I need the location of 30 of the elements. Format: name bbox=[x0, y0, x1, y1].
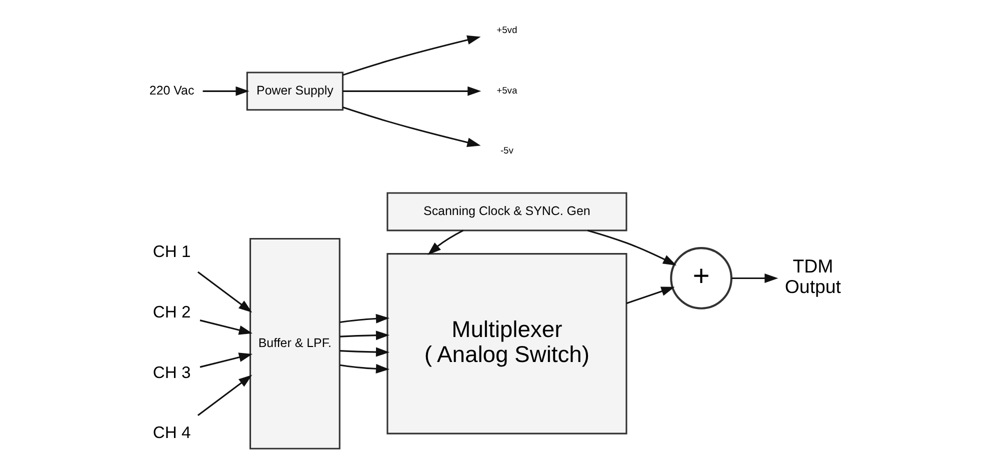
arrow bbox=[342, 35, 481, 76]
arrow bbox=[428, 230, 464, 256]
arrow bbox=[197, 271, 252, 312]
arrow bbox=[202, 86, 250, 96]
node-text: 220 Vac bbox=[149, 83, 194, 98]
arrow bbox=[342, 86, 482, 96]
node-text: CH 3 bbox=[152, 362, 191, 382]
node-circle: + bbox=[670, 247, 732, 310]
arrow bbox=[626, 286, 675, 304]
node-text: +5vd bbox=[496, 25, 518, 36]
node-box: Power Supply bbox=[246, 72, 344, 111]
node-text: -5v bbox=[500, 146, 514, 156]
arrow bbox=[340, 347, 390, 357]
arrow bbox=[197, 374, 252, 416]
arrow bbox=[342, 106, 481, 148]
node-text: TDM Output bbox=[784, 255, 842, 298]
arrow bbox=[340, 364, 390, 374]
node-text: CH 4 bbox=[152, 423, 191, 442]
node-text: CH 2 bbox=[152, 302, 191, 322]
arrow bbox=[200, 352, 252, 368]
node-box: Scanning Clock & SYNC. Gen bbox=[386, 192, 628, 232]
arrow bbox=[732, 273, 778, 283]
node-text: +5va bbox=[496, 85, 518, 96]
node-box: Multiplexer ( Analog Switch) bbox=[386, 253, 628, 434]
arrow bbox=[340, 314, 390, 324]
arrow bbox=[340, 330, 390, 340]
arrow bbox=[587, 230, 677, 266]
node-text: CH 1 bbox=[152, 242, 191, 262]
node-box: Buffer & LPF. bbox=[249, 238, 340, 450]
arrow bbox=[200, 320, 252, 335]
